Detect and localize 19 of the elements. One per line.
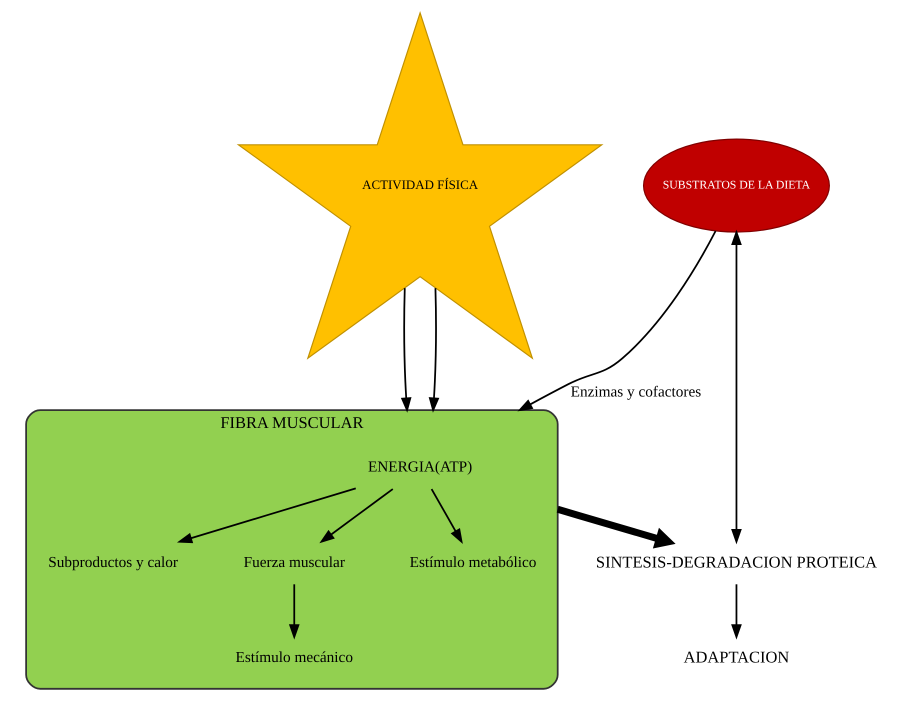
arrow <box>176 488 356 544</box>
edge-label: Enzimas y cofactores <box>570 383 701 400</box>
node-text: ENERGIA(ATP) <box>367 458 472 476</box>
node-text: Estímulo mecánico <box>235 649 352 666</box>
arrow <box>428 288 439 413</box>
arrow <box>730 584 742 640</box>
arrow <box>730 230 742 544</box>
node-ellipse: SUBSTRATOS DE LA DIETA <box>642 138 830 233</box>
node-text: ADAPTACION <box>683 648 789 667</box>
arrow <box>288 584 300 640</box>
node-text: SINTESIS-DEGRADACION PROTEICA <box>595 552 876 572</box>
arrow <box>556 506 676 548</box>
node-text: Subproductos y calor <box>48 554 178 571</box>
arrow <box>430 488 462 544</box>
arrow <box>516 230 716 412</box>
arrow <box>318 488 393 544</box>
node-text: Estímulo metabólico <box>409 554 536 571</box>
node-text: Fuerza muscular <box>243 554 344 571</box>
arrow <box>400 288 412 413</box>
